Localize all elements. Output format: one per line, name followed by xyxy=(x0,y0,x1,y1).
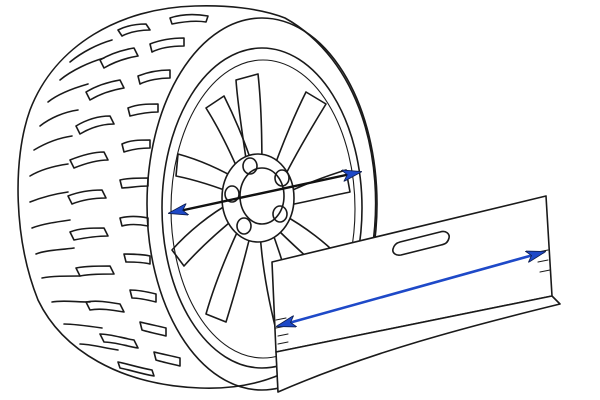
board-width-arrow xyxy=(278,252,544,326)
tire-sidewall-outer xyxy=(146,17,378,391)
tread-blocks-center xyxy=(67,23,155,377)
board-handle-slot xyxy=(392,230,450,256)
board-lip-fold xyxy=(275,351,279,393)
wheel-diameter-arrow xyxy=(170,172,360,213)
tread-blocks-right xyxy=(119,13,209,367)
